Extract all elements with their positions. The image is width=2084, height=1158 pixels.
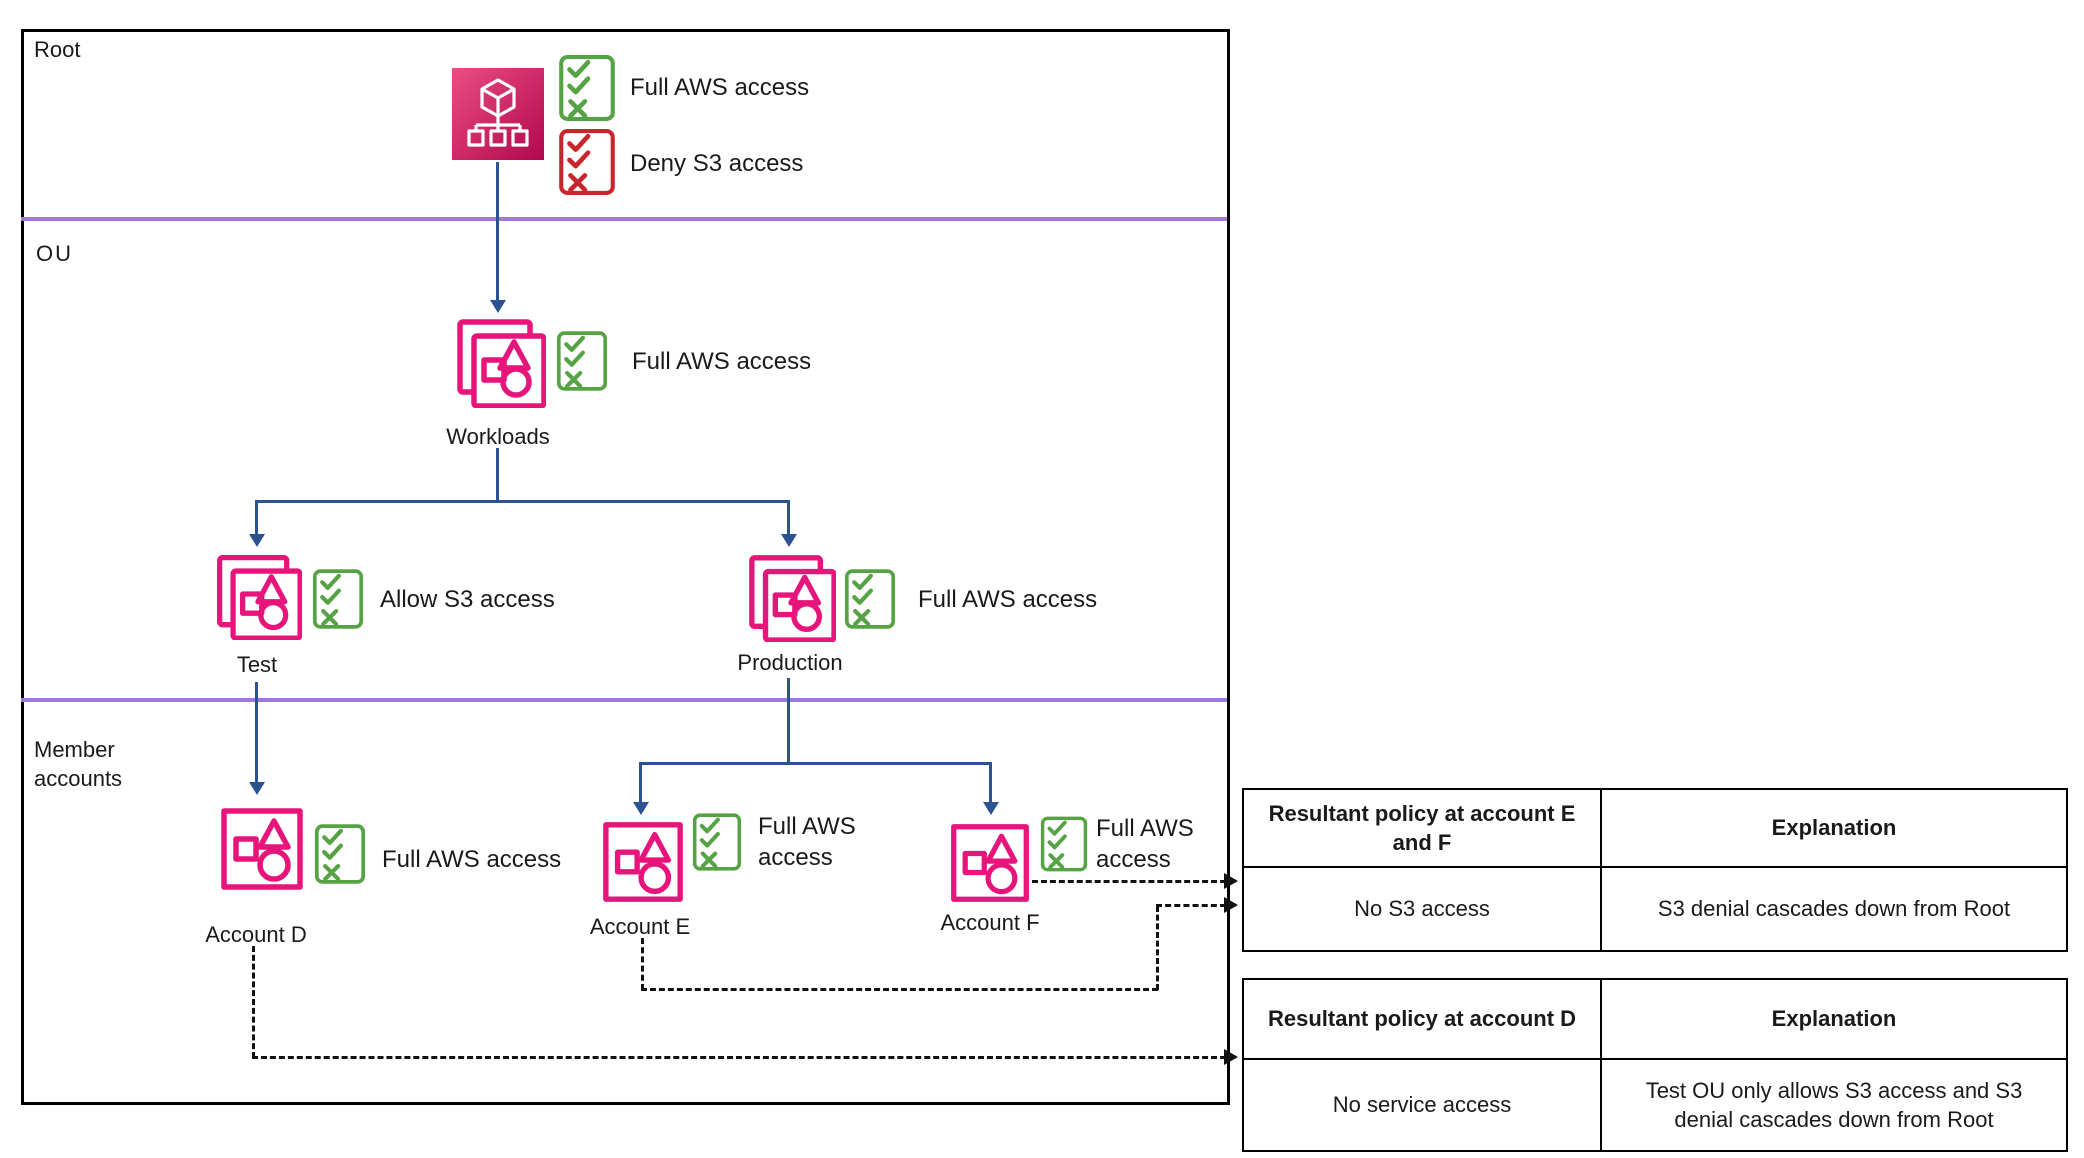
workloads-branch-line (255, 500, 790, 503)
production-label: Production (737, 650, 843, 675)
account-icon (600, 818, 686, 906)
account-icon (218, 804, 306, 894)
section-label-ou: OU (36, 241, 73, 266)
policy-allow-icon (314, 820, 366, 888)
production-policy-label: Full AWS access (918, 586, 1098, 613)
branch-to-test-arrowhead (249, 534, 265, 547)
account-e-policy-label: Full AWS access (758, 813, 856, 871)
organizational-unit-icon (744, 550, 836, 642)
organizations-icon (452, 68, 544, 160)
account-e-result-line-across (641, 988, 1158, 991)
branch-to-account-e-arrowhead (633, 802, 649, 815)
table-data-cell: No S3 access (1244, 868, 1602, 950)
branch-to-production-line (787, 500, 790, 536)
ou-member-divider (21, 698, 1227, 702)
branch-to-account-f-arrowhead (983, 802, 999, 815)
account-d-result-line-across (252, 1056, 1226, 1059)
account-f-result-line (1032, 880, 1226, 883)
table-header-cell: Resultant policy at account E and F (1244, 790, 1602, 868)
test-policy-label: Allow S3 access (380, 586, 555, 613)
organizational-unit-icon (212, 550, 302, 640)
table-data-cell: Test OU only allows S3 access and S3 den… (1645, 1077, 2023, 1132)
root-policy-allow-label: Full AWS access (630, 74, 810, 101)
test-label: Test (236, 652, 278, 677)
diagram-frame (21, 29, 1230, 1105)
account-icon (948, 820, 1032, 906)
resultant-policy-table-e-f: Resultant policy at account E and F Expl… (1242, 788, 2068, 952)
account-e-result-line-in (1156, 904, 1226, 907)
policy-allow-icon (312, 566, 364, 632)
resultant-policy-table-d: Resultant policy at account D Explanatio… (1242, 978, 2068, 1152)
account-e-result-arrowhead (1224, 897, 1238, 913)
policy-allow-icon (1040, 814, 1088, 874)
workloads-label: Workloads (446, 424, 550, 449)
account-e-label: Account E (589, 914, 691, 939)
root-ou-divider (21, 217, 1227, 221)
account-d-policy-label: Full AWS access (382, 846, 562, 873)
table-data-cell: No service access (1244, 1060, 1602, 1150)
workloads-policy-label: Full AWS access (632, 348, 812, 375)
account-d-label: Account D (205, 922, 307, 947)
production-branch-line (639, 762, 991, 765)
table-data-cell: S3 denial cascades down from Root (1657, 896, 2011, 922)
test-to-account-d-arrowhead (249, 782, 265, 795)
root-policy-deny-label: Deny S3 access (630, 150, 804, 177)
policy-allow-icon (558, 54, 616, 122)
account-e-result-line-down (641, 938, 644, 990)
account-f-label: Account F (940, 910, 1040, 935)
section-label-root: Root (34, 37, 81, 62)
test-to-account-d-line (255, 682, 258, 784)
table-header-cell: Explanation (1602, 790, 2066, 868)
section-label-member-accounts: Member accounts (34, 737, 123, 791)
branch-to-account-f-line (989, 762, 992, 804)
policy-allow-icon (556, 328, 608, 394)
table-header-cell: Explanation (1602, 980, 2066, 1060)
account-f-result-arrowhead (1224, 873, 1238, 889)
root-to-workloads-line (496, 162, 499, 302)
production-stem-line (787, 678, 790, 764)
organizational-unit-icon (452, 314, 546, 408)
policy-allow-icon (692, 810, 742, 874)
policy-allow-icon (844, 566, 896, 632)
account-e-result-line-up (1156, 906, 1159, 990)
workloads-stem-line (496, 448, 499, 502)
account-d-result-line-down (252, 946, 255, 1058)
account-d-result-arrowhead (1224, 1049, 1238, 1065)
branch-to-account-e-line (639, 762, 642, 804)
root-to-workloads-arrowhead (490, 300, 506, 313)
policy-deny-icon (558, 128, 616, 196)
branch-to-production-arrowhead (781, 534, 797, 547)
table-header-cell: Resultant policy at account D (1244, 980, 1602, 1060)
branch-to-test-line (255, 500, 258, 536)
account-f-policy-label: Full AWS access (1096, 815, 1194, 873)
